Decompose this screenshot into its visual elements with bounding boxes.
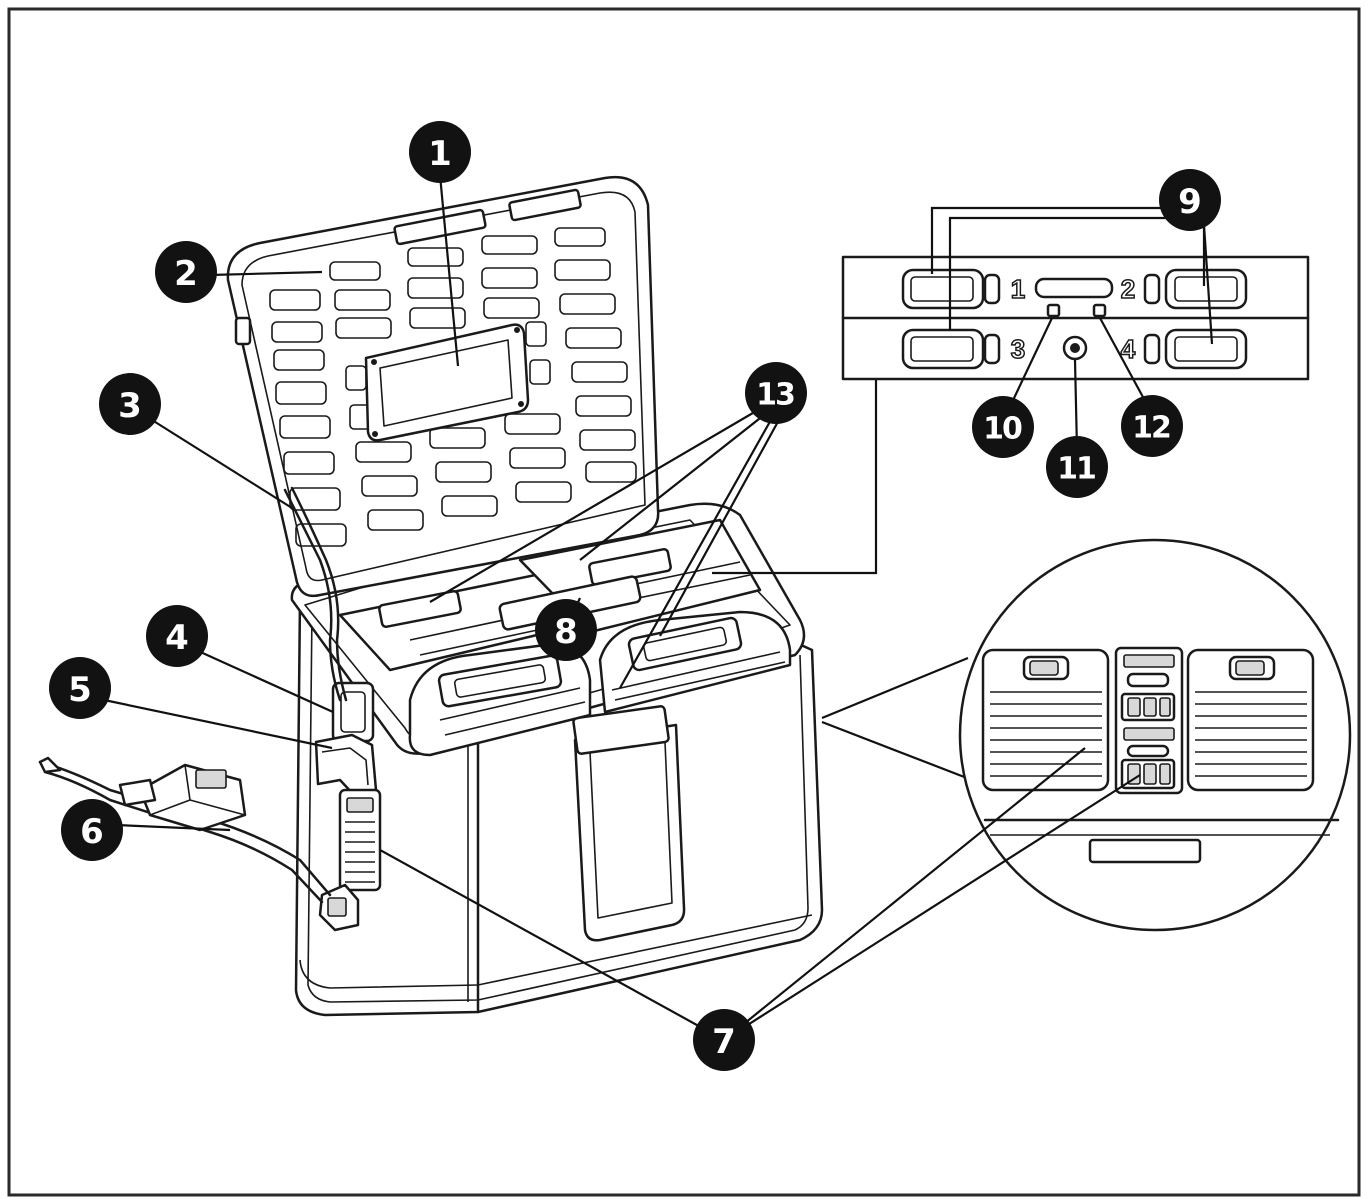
lid-ribs <box>269 227 637 547</box>
svg-text:8: 8 <box>554 612 578 652</box>
callout-5: 5 <box>49 657 111 719</box>
callout-11: 11 <box>1046 436 1108 498</box>
svg-text:6: 6 <box>80 812 104 852</box>
callout-10: 10 <box>972 396 1034 458</box>
callout-3: 3 <box>99 373 161 435</box>
callout-4: 4 <box>146 605 208 667</box>
callout-7: 7 <box>693 1009 755 1071</box>
svg-text:12: 12 <box>1132 411 1170 446</box>
svg-text:13: 13 <box>756 378 794 413</box>
adapter-cable <box>38 756 332 904</box>
callout-13: 13 <box>745 362 807 424</box>
indicator-led-right <box>1092 303 1107 318</box>
svg-text:3: 3 <box>118 386 142 426</box>
vent-left <box>981 648 1110 792</box>
callout-8: 8 <box>535 599 597 661</box>
bay-label-4: 4 <box>1121 334 1136 364</box>
vent-right <box>1186 648 1315 792</box>
svg-text:11: 11 <box>1057 452 1095 487</box>
callout-6: 6 <box>61 799 123 861</box>
lid-label-plate <box>364 323 530 442</box>
callout-1: 1 <box>409 121 471 183</box>
bay-label-2: 2 <box>1121 274 1135 304</box>
svg-text:9: 9 <box>1178 182 1202 222</box>
svg-text:7: 7 <box>712 1022 736 1062</box>
bay-label-1: 1 <box>1011 274 1025 304</box>
svg-text:1: 1 <box>428 134 452 174</box>
callout-2: 2 <box>155 241 217 303</box>
svg-text:4: 4 <box>165 618 189 658</box>
indicator-led-left <box>1046 303 1061 318</box>
callout-12: 12 <box>1121 395 1183 457</box>
port-column <box>1114 646 1184 795</box>
svg-text:5: 5 <box>68 670 92 710</box>
svg-text:10: 10 <box>983 412 1022 447</box>
leader-lines <box>103 174 1214 1041</box>
charger-lid <box>226 175 660 702</box>
charge-bay-panel: 1 2 3 4 <box>712 255 1310 575</box>
callout-9: 9 <box>1159 169 1221 231</box>
bay-label-3: 3 <box>1011 334 1025 364</box>
svg-text:2: 2 <box>174 254 198 294</box>
side-vent <box>338 788 382 892</box>
